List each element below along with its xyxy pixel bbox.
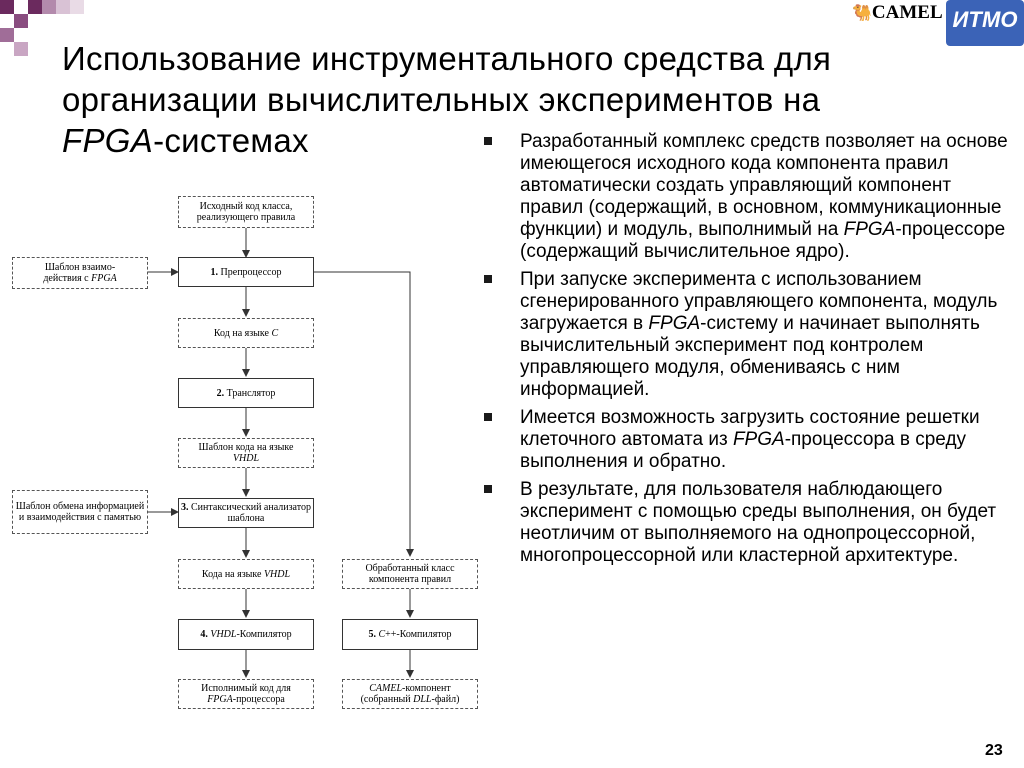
itmo-logo: ИТМО	[946, 0, 1024, 46]
corner-square	[14, 42, 28, 56]
fpga-template-box: Шаблон взаимо-действия с FPGA	[12, 257, 148, 289]
square-bullet-icon	[484, 485, 492, 493]
corner-square	[0, 28, 14, 42]
corner-square	[0, 0, 14, 14]
camel-icon: 🐫	[852, 5, 872, 22]
corner-square	[42, 0, 56, 14]
page-number: 23	[985, 742, 1003, 759]
processed-class-box: Обработанный класс компонента правил	[342, 559, 478, 589]
c-code-box: Код на языке C	[178, 318, 314, 348]
bullet-item: В результате, для пользователя наблюдающ…	[482, 479, 1012, 567]
syntax-analyzer-step-box: 3. Синтаксический анализатор шаблона	[178, 498, 314, 528]
source-code-box: Исходный код класса, реализующего правил…	[178, 196, 314, 228]
bullet-item: При запуске эксперимента с использование…	[482, 269, 1012, 401]
preprocessor-step-box: 1. Препроцессор	[178, 257, 314, 287]
vhdl-code-box: Кода на языке VHDL	[178, 559, 314, 589]
vhdl-compiler-step-box: 4. VHDL-Компилятор	[178, 619, 314, 650]
corner-square	[56, 0, 70, 14]
bullet-list: Разработанный комплекс средств позволяет…	[482, 131, 1012, 573]
square-bullet-icon	[484, 275, 492, 283]
translator-step-box: 2. Транслятор	[178, 378, 314, 408]
arrow	[314, 271, 414, 557]
bullet-item: Разработанный комплекс средств позволяет…	[482, 131, 1012, 263]
cpp-compiler-step-box: 5. C++-Компилятор	[342, 619, 478, 650]
corner-square	[14, 14, 28, 28]
bullet-item: Имеется возможность загрузить состояние …	[482, 407, 1012, 473]
camel-component-box: CAMEL-компонент(собранный DLL-файл)	[342, 679, 478, 709]
slide-title: Использование инструментального средства…	[62, 40, 832, 159]
square-bullet-icon	[484, 413, 492, 421]
camel-logo: 🐫CAMEL	[852, 2, 943, 23]
corner-square	[28, 0, 42, 14]
memory-template-box: Шаблон обмена информацией и взаимодейств…	[12, 490, 148, 534]
square-bullet-icon	[484, 137, 492, 145]
corner-square	[70, 0, 84, 14]
